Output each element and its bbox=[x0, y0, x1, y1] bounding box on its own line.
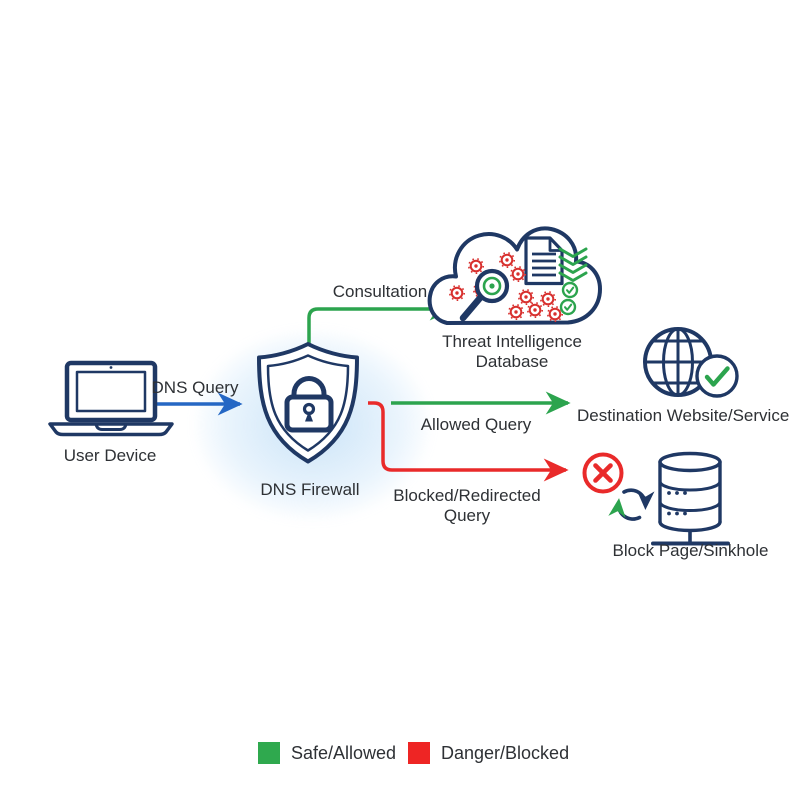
threat-db-label-line1: Threat Intelligence bbox=[442, 332, 582, 351]
blocked-query-label-line2: Query bbox=[443, 506, 491, 525]
legend-danger-label: Danger/Blocked bbox=[441, 742, 570, 763]
shield-lock-icon bbox=[257, 342, 359, 464]
magnifier-icon bbox=[459, 268, 510, 322]
blocked-query-arrow bbox=[368, 401, 569, 482]
threat-db-label: Threat Intelligence Database bbox=[437, 332, 587, 372]
block-page-label: Block Page/Sinkhole bbox=[612, 541, 769, 560]
refresh-cycle-icon bbox=[608, 488, 655, 521]
virus-icon bbox=[449, 252, 563, 322]
legend-safe: Safe/Allowed bbox=[258, 742, 396, 764]
threat-db-label-line2: Database bbox=[475, 352, 549, 371]
blocked-query-label-line1: Blocked/Redirected bbox=[393, 486, 541, 505]
consultation-arrow bbox=[307, 297, 455, 347]
legend-safe-label: Safe/Allowed bbox=[291, 742, 397, 763]
check-circle-icon bbox=[559, 281, 579, 316]
check-badge-icon bbox=[695, 354, 739, 398]
allowed-query-label: Allowed Query bbox=[420, 415, 532, 434]
legend-safe-swatch bbox=[258, 742, 280, 764]
destination-label: Destination Website/Service bbox=[577, 406, 790, 425]
chevron-stack-icon bbox=[558, 247, 588, 282]
legend-danger: Danger/Blocked bbox=[408, 742, 569, 764]
consultation-label: Consultation bbox=[332, 282, 428, 301]
laptop-icon bbox=[48, 360, 174, 437]
database-icon bbox=[651, 451, 730, 546]
globe-icon bbox=[643, 327, 713, 397]
document-icon bbox=[524, 236, 564, 286]
dns-firewall-label: DNS Firewall bbox=[260, 480, 360, 499]
user-device-label: User Device bbox=[63, 446, 157, 465]
blocked-query-label: Blocked/Redirected Query bbox=[391, 486, 543, 526]
dns-query-label: DNS Query bbox=[151, 378, 239, 397]
blocked-x-icon bbox=[582, 452, 624, 494]
legend-danger-swatch bbox=[408, 742, 430, 764]
